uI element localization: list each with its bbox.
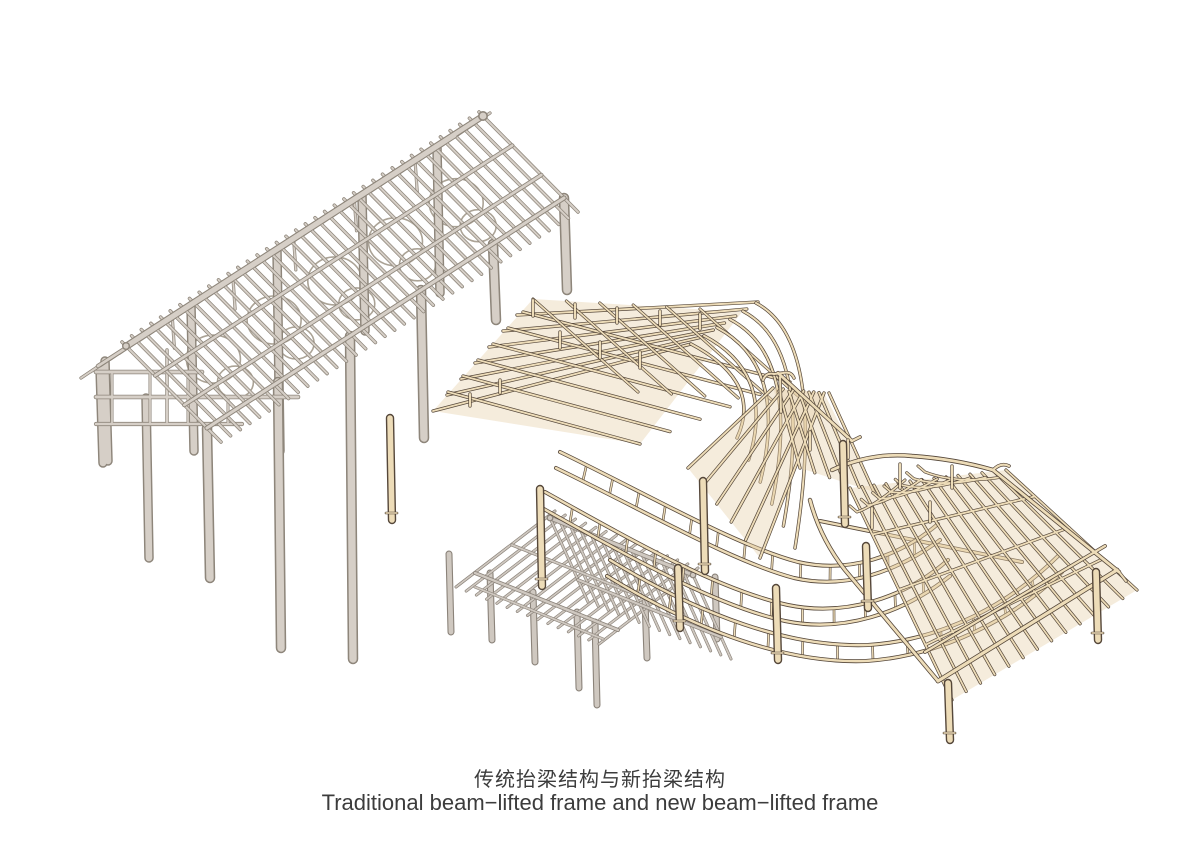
new-frame-curved-roofs bbox=[384, 370, 1139, 745]
traditional-frame bbox=[79, 110, 580, 665]
new-frame-lattice bbox=[431, 297, 808, 550]
small-pavilion bbox=[445, 509, 733, 709]
caption-chinese: 传统抬梁结构与新抬梁结构 bbox=[474, 769, 726, 791]
caption-english: Traditional beam−lifted frame and new be… bbox=[321, 790, 879, 815]
